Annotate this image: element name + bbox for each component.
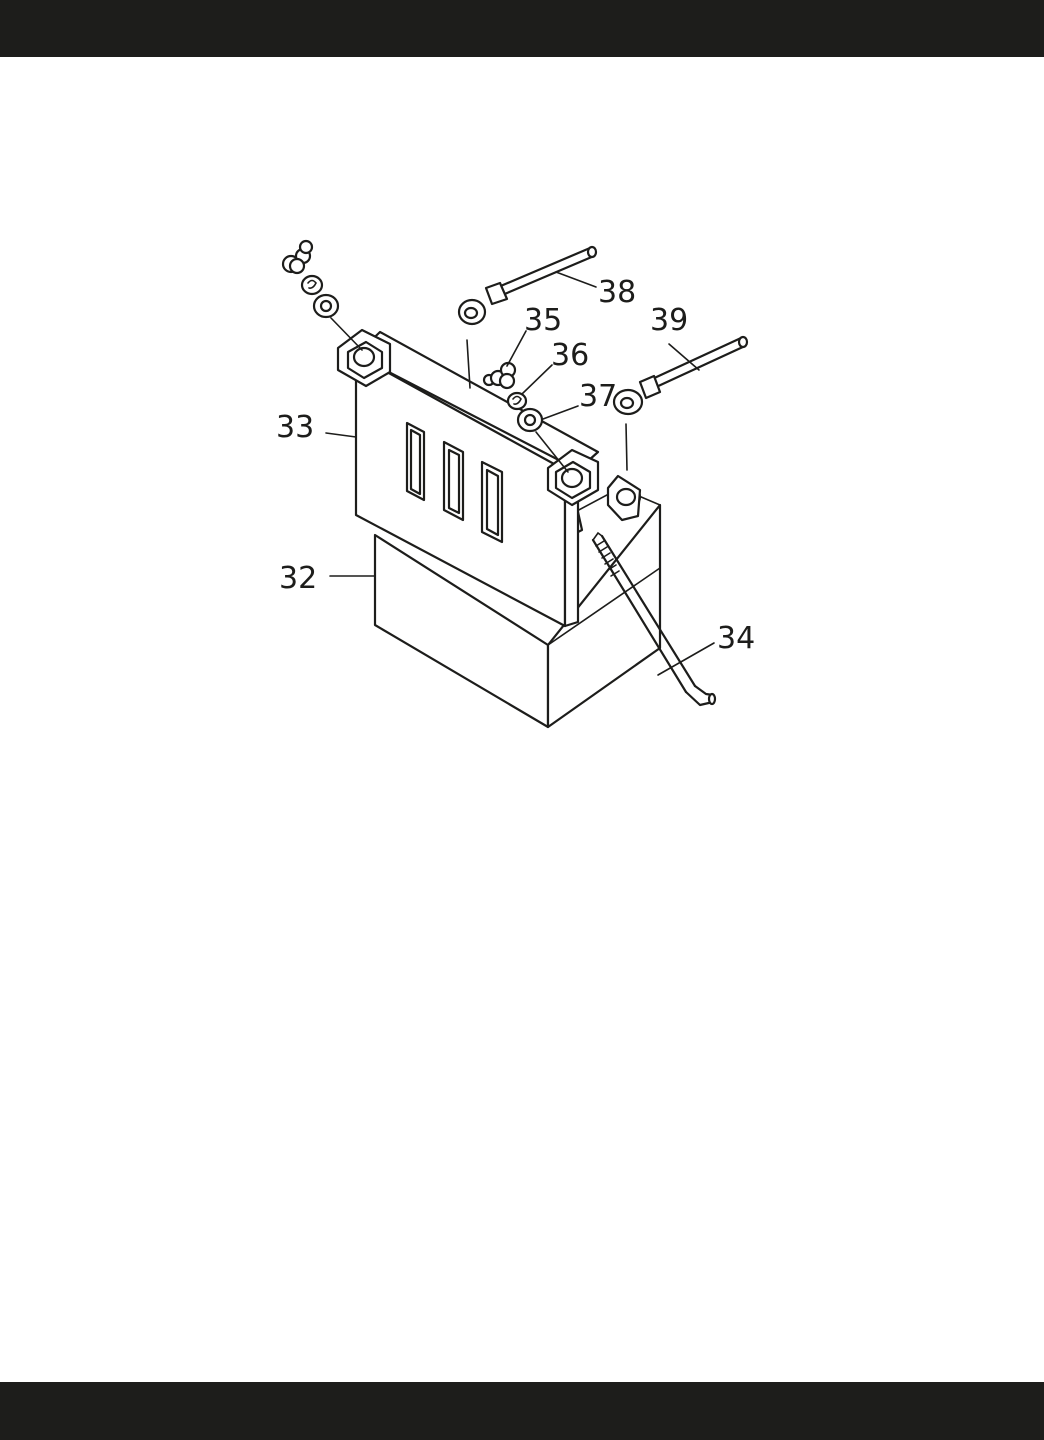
callout-39: 39	[650, 303, 688, 338]
negative-cable	[614, 337, 747, 470]
callout-37: 37	[579, 379, 617, 414]
callout-32: 32	[279, 561, 317, 596]
footer-band	[0, 1382, 1044, 1440]
left-terminal-hardware	[283, 241, 362, 350]
callout-36: 36	[551, 338, 589, 373]
callout-33: 33	[276, 410, 314, 445]
callout-38: 38	[598, 275, 636, 310]
callout-34: 34	[717, 621, 755, 656]
callout-35: 35	[524, 303, 562, 338]
